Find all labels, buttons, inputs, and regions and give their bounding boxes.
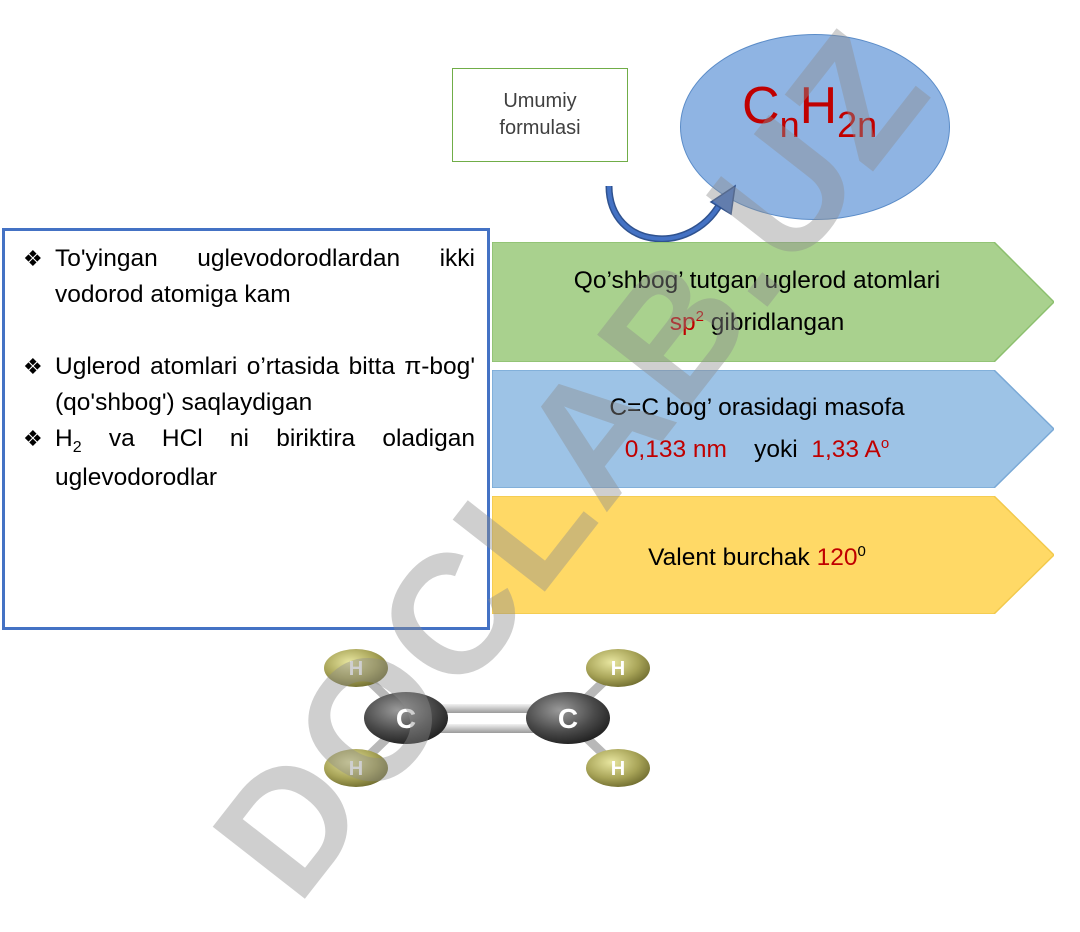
angle-label: Valent burchak (648, 544, 817, 572)
banner-green-line2: sp2 gibridlangan (670, 299, 845, 341)
atom-h-label: H (349, 658, 363, 680)
bullet-item-2: ❖ Uglerod atomlari o’rtasida bitta π-bog… (23, 349, 475, 421)
bullet-text-1: To'yingan uglevodorodlardan ikki vodorod… (55, 245, 475, 308)
banner-blue-line2: 0,133 nm yoki 1,33 Ao (625, 426, 889, 468)
formula-label-box: Umumiy formulasi (452, 68, 628, 162)
bond-angstrom: 1,33 A (811, 436, 881, 464)
formula-c-sub: n (779, 104, 800, 145)
banner-blue-line1: C=C bog’ orasidagi masofa (609, 393, 905, 421)
formula-h-sub: 2n (837, 104, 878, 145)
banner-bond-length: C=C bog’ orasidagi masofa 0,133 nm yoki … (492, 370, 1054, 488)
angstrom-sup: o (880, 434, 890, 452)
banner-valence-angle: Valent burchak 1200 (492, 496, 1054, 614)
diamond-bullet-icon: ❖ (23, 246, 43, 271)
angle-value: 120 (816, 544, 858, 572)
atom-c-label: C (558, 703, 578, 734)
ethylene-molecule: H H H H C C (324, 649, 650, 787)
bullet-text-2: Uglerod atomlari o’rtasida bitta π-bog' … (55, 353, 475, 416)
curved-arrow-icon (605, 184, 736, 243)
angle-sup: 0 (857, 542, 866, 560)
sp-sup: 2 (695, 307, 704, 325)
formula-c: C (742, 77, 780, 135)
atom-h-label: H (611, 658, 625, 680)
atom-c-label: C (396, 703, 416, 734)
bond-nm: 0,133 nm (624, 436, 727, 464)
hybrid-text: gibridlangan (703, 309, 845, 337)
h2-sub: 2 (72, 439, 82, 456)
bullet-item-3: ❖ H2 va HCl ni biriktira oladigan uglevo… (23, 421, 475, 496)
formula-h: H (799, 77, 838, 135)
formula-label-line1: Umumiy (503, 90, 577, 112)
atom-h-label: H (349, 758, 363, 780)
banner-hybridization: Qo’shbog’ tutgan uglerod atomlari sp2 gi… (492, 242, 1054, 362)
banner-green-line1: Qo’shbog’ tutgan uglerod atomlari (573, 266, 941, 294)
formula-label-line2: formulasi (499, 117, 581, 139)
h2-h: H (55, 425, 73, 452)
atom-h-label: H (611, 758, 625, 780)
definition-box: ❖ To'yingan uglevodorodlardan ikki vodor… (2, 228, 490, 630)
diamond-bullet-icon: ❖ (23, 426, 43, 451)
formula-ellipse (680, 34, 950, 220)
banner-yellow-line: Valent burchak 1200 (648, 534, 866, 576)
sp-text: sp (669, 309, 696, 337)
bullet-item-1: ❖ To'yingan uglevodorodlardan ikki vodor… (23, 241, 475, 313)
diamond-bullet-icon: ❖ (23, 354, 43, 379)
bullet-text-3-rest: va HCl ni biriktira oladigan uglevodorod… (55, 425, 475, 491)
general-formula: CnH2n (742, 77, 877, 143)
bond-or: yoki (754, 436, 798, 464)
bullet-text-3: H2 va HCl ni biriktira oladigan uglevodo… (55, 421, 475, 496)
